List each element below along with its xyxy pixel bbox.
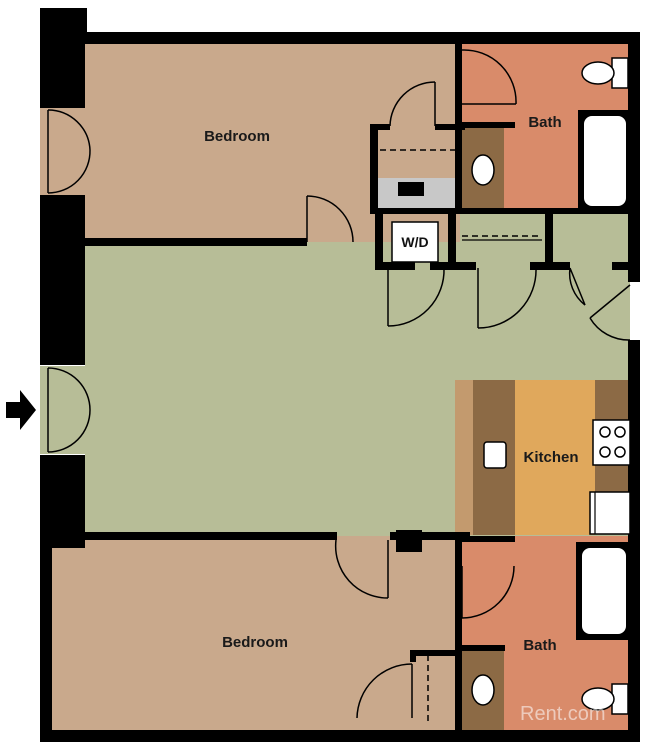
pantry-door-left[interactable]	[568, 267, 586, 306]
closet-top-floor	[372, 128, 460, 178]
bath-bottom-label: Bath	[523, 637, 556, 654]
refrigerator-icon	[589, 491, 631, 535]
bath-bottom-door[interactable]	[461, 565, 515, 619]
closet-bottom-door[interactable]	[356, 663, 413, 719]
entry-door[interactable]	[40, 366, 91, 454]
kitchen-floor	[515, 380, 595, 535]
bath-top-door[interactable]	[461, 49, 517, 105]
sink-top-icon	[471, 154, 495, 186]
wd-closet-door[interactable]	[387, 267, 445, 327]
linen-closet-door[interactable]	[477, 267, 537, 329]
kitchen-label: Kitchen	[523, 449, 578, 466]
kitchen-sink-icon	[483, 441, 507, 469]
closet-top-door[interactable]	[389, 81, 436, 127]
toilet-top-icon	[581, 57, 629, 89]
bedroom-bottom-label: Bedroom	[222, 634, 288, 651]
utility-block	[398, 182, 424, 196]
bedroom-bottom-door[interactable]	[334, 539, 390, 599]
closet-rods	[380, 149, 542, 725]
bedroom-top-door[interactable]	[306, 195, 354, 243]
stove-icon	[592, 419, 631, 466]
bath-top-label: Bath	[528, 114, 561, 131]
bedroom-top-label: Bedroom	[204, 128, 270, 145]
washer-dryer-box	[391, 221, 439, 263]
entry-arrow-icon	[6, 390, 36, 430]
bathtub-top-icon	[578, 110, 630, 210]
walls	[40, 8, 640, 742]
sink-bottom-icon	[471, 674, 495, 706]
left-window-top	[40, 108, 91, 195]
toilet-bottom-icon	[581, 683, 629, 715]
washer-dryer-label: W/D	[401, 234, 428, 250]
bathtub-bottom-icon	[576, 542, 630, 640]
pantry-door-right[interactable]	[589, 284, 631, 341]
bedroom-bottom-floor	[50, 536, 460, 731]
watermark: Rent.com	[520, 703, 606, 725]
kitchen-side-strip	[455, 380, 473, 535]
